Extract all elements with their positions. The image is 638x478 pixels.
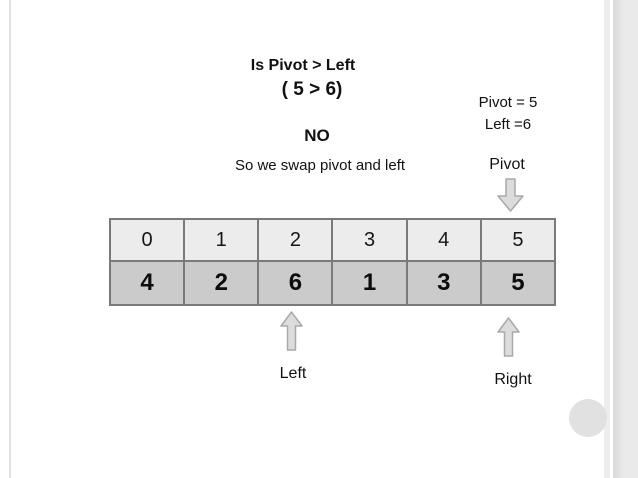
- index-cell: 0: [111, 220, 184, 260]
- array-table: 0 1 2 3 4 5 4 2 6 1 3 5: [109, 218, 556, 306]
- left-value-text: Left =6: [484, 116, 532, 133]
- index-cell: 2: [259, 220, 332, 260]
- value-cell: 5: [481, 262, 554, 304]
- left-arrow-up-icon: [280, 311, 303, 351]
- value-cell: 1: [333, 262, 406, 304]
- answer-text: NO: [304, 126, 330, 145]
- index-cell: 3: [333, 220, 406, 260]
- value-cell: 2: [185, 262, 258, 304]
- value-cell: 3: [407, 262, 480, 304]
- pivot-pointer-label: Pivot: [489, 156, 525, 173]
- right-arrow-up-icon: [497, 317, 520, 357]
- left-edge-line: [9, 0, 11, 478]
- left-pointer-label: Left: [279, 365, 307, 382]
- index-cell: 5: [481, 220, 554, 260]
- question-line-1: Is Pivot > Left: [250, 57, 356, 74]
- value-cell: 4: [111, 262, 184, 304]
- value-cell: 6: [259, 262, 332, 304]
- right-edge-strip-wide: [613, 0, 638, 478]
- right-pointer-label: Right: [494, 371, 532, 388]
- action-text: So we swap pivot and left: [234, 157, 406, 174]
- pivot-value-text: Pivot = 5: [478, 94, 538, 111]
- pivot-arrow-down-icon: [497, 178, 524, 212]
- index-cell: 1: [185, 220, 258, 260]
- question-line-2: ( 5 > 6): [281, 79, 343, 100]
- corner-circle: [569, 399, 607, 437]
- variable-values: Pivot = 5 Left =6: [479, 92, 538, 136]
- right-edge-strip-thin: [604, 0, 610, 478]
- index-cell: 4: [407, 220, 480, 260]
